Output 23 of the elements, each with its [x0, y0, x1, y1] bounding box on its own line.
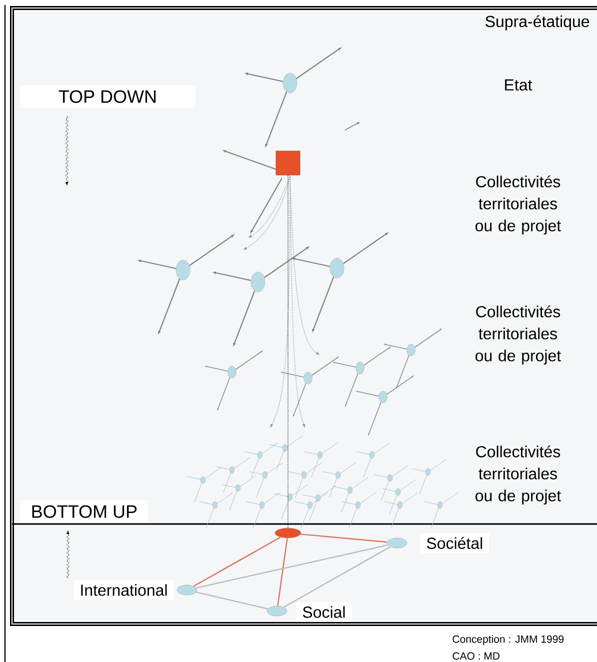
connector	[277, 538, 288, 606]
ellipse-node	[176, 584, 198, 596]
ellipse-node	[266, 606, 288, 616]
ellipse-node	[386, 538, 408, 548]
connector	[196, 544, 388, 588]
level-label: Collectivités territoriales ou de projet	[476, 445, 561, 505]
ellipse-node	[274, 528, 302, 538]
level-label: Supra-étatique	[486, 15, 590, 30]
connector	[194, 536, 281, 587]
connector	[196, 592, 268, 610]
square-node	[276, 150, 300, 176]
direction-label: TOP DOWN	[20, 85, 196, 108]
connector	[300, 534, 387, 543]
credit-text: Conception : JMM 1999	[452, 635, 564, 645]
node-label: Social	[296, 602, 352, 622]
level-label: Collectivités territoriales ou de projet	[476, 305, 561, 365]
credit-text: CAO : MD	[452, 652, 500, 660]
level-label: Collectivités territoriales ou de projet	[476, 175, 561, 235]
connector	[284, 546, 390, 608]
node-label: Sociétal	[420, 533, 490, 553]
direction-label: BOTTOM UP	[20, 500, 148, 523]
node-label: International	[74, 580, 174, 600]
level-label: Etat	[505, 79, 532, 91]
